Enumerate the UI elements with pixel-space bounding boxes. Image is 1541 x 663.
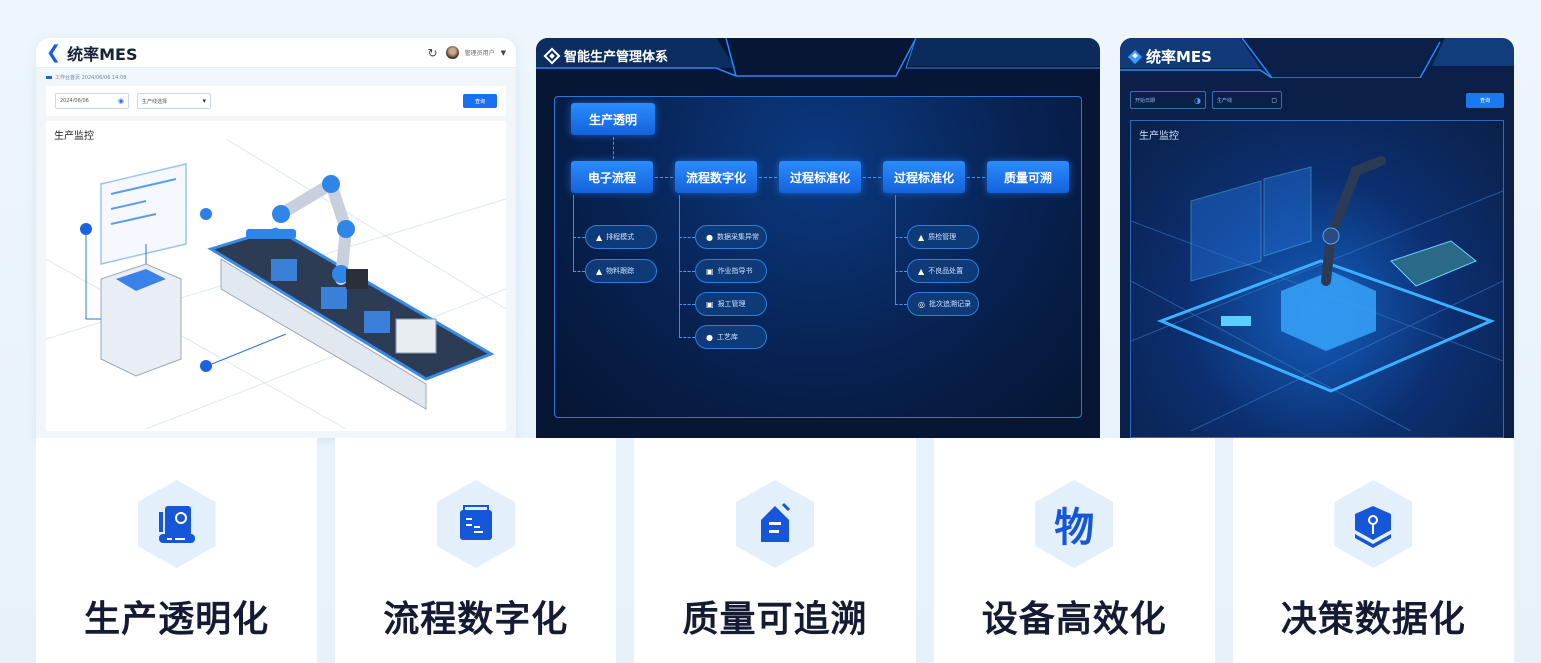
folder-list-icon <box>459 505 492 540</box>
sub-item[interactable]: ▲排程模式 <box>585 225 657 249</box>
wu-character-icon: 物 <box>1054 505 1095 551</box>
cube-box-icon <box>1355 506 1392 548</box>
line-select[interactable]: 生产线 ▢ <box>1212 91 1282 109</box>
flow-diagram-panel: 智能生产管理体系 生产透明 电子流程 流程数字化 过程标准化 过程标准化 质量可… <box>536 38 1100 438</box>
light-mes-panel: ❮ 统率MES ↻ 管理员用户 ▼ 工作台首页 2024/06/06 14:08… <box>36 38 516 438</box>
date-input[interactable]: 开始日期 ◑ <box>1130 91 1206 109</box>
feature-card[interactable]: 决策数据化 <box>1232 438 1515 663</box>
query-button[interactable]: 查询 <box>463 94 497 108</box>
refresh-icon[interactable]: ↻ <box>427 45 438 60</box>
feature-cards: 生产透明化 流程数字化 质量可追溯 物 设备高效化 <box>36 438 1515 663</box>
doc-icon: ▣ <box>706 299 714 309</box>
bell-icon: ▲ <box>918 266 925 276</box>
dark-mes-panel: 统率MES 开始日期 ◑ 生产线 ▢ 查询 生产监控 <box>1120 38 1514 438</box>
filter-bar: 开始日期 ◑ 生产线 ▢ 查询 <box>1130 86 1504 114</box>
diamond-logo-icon <box>1127 49 1143 64</box>
breadcrumb-text: 工作台首页 2024/06/06 14:08 <box>55 74 127 81</box>
flow-node[interactable]: 电子流程 <box>571 161 653 193</box>
flow-node[interactable]: 流程数字化 <box>675 161 757 193</box>
feature-title: 质量可追溯 <box>682 599 868 640</box>
calendar-icon[interactable]: ◑ <box>1194 95 1201 105</box>
feature-title: 生产透明化 <box>84 599 270 640</box>
date-value: 2024/06/06 <box>60 98 89 104</box>
user-name[interactable]: 管理员用户 <box>464 50 495 57</box>
hex-badge <box>736 480 814 568</box>
breadcrumb-tag-icon <box>46 75 52 79</box>
sub-item[interactable]: ◎批次追溯记录 <box>907 292 979 316</box>
flow-node[interactable]: 过程标准化 <box>883 161 965 193</box>
search-icon: ◎ <box>918 299 925 309</box>
header-frame-decoration <box>1120 38 1514 78</box>
sub-item[interactable]: ▲质检管理 <box>907 225 979 249</box>
hex-badge: 物 <box>1035 480 1114 568</box>
root-node[interactable]: 生产透明 <box>571 103 655 135</box>
sub-item[interactable]: ●工艺库 <box>695 325 767 349</box>
feature-title: 设备高效化 <box>981 599 1167 640</box>
chevron-down-icon: ▾ <box>202 97 206 105</box>
flow-frame: 生产透明 电子流程 流程数字化 过程标准化 过程标准化 质量可溯 ▲排程模式 ▲… <box>554 96 1082 418</box>
card-title: 生产监控 <box>54 131 94 142</box>
feature-card[interactable]: 生产透明化 <box>36 438 318 663</box>
lock-icon: ▣ <box>706 266 714 276</box>
sub-item[interactable]: ▲不良品处置 <box>907 259 979 283</box>
feature-card[interactable]: 质量可追溯 <box>634 438 916 663</box>
flow-node[interactable]: 质量可溯 <box>987 161 1069 193</box>
query-button[interactable]: 查询 <box>1466 92 1504 108</box>
production-monitor-card: 生产监控 <box>46 121 506 431</box>
hex-badge <box>137 480 216 568</box>
chevron-down-icon[interactable]: ▼ <box>500 48 506 57</box>
production-monitor-card: 生产监控 <box>1130 120 1504 438</box>
breadcrumb: 工作台首页 2024/06/06 14:08 <box>46 72 506 82</box>
flow-node[interactable]: 过程标准化 <box>779 161 861 193</box>
feature-card[interactable]: 物 设备高效化 <box>933 438 1215 663</box>
bell-icon: ▲ <box>918 232 925 242</box>
app-title: 统率MES <box>1146 48 1212 66</box>
holographic-factory-illustration <box>1131 156 1503 431</box>
select-value: 生产线选择 <box>142 98 168 105</box>
bag-icon: ▲ <box>596 232 603 242</box>
diamond-logo-icon <box>543 47 561 64</box>
bag-icon: ▲ <box>596 266 603 276</box>
feature-title: 决策数据化 <box>1280 599 1466 640</box>
dropdown-icon: ▢ <box>1271 96 1277 104</box>
header-frame-decoration <box>536 38 1100 77</box>
feature-title: 流程数字化 <box>383 599 569 640</box>
avatar[interactable] <box>445 46 459 59</box>
card-title: 生产监控 <box>1139 131 1179 142</box>
feature-card[interactable]: 流程数字化 <box>335 438 617 663</box>
production-line-illustration <box>46 139 506 429</box>
panel-title: 智能生产管理体系 <box>564 50 669 65</box>
date-input[interactable]: 2024/06/06 ◉ <box>55 93 129 109</box>
back-chevron-icon[interactable]: ❮ <box>46 42 62 63</box>
line-select[interactable]: 生产线选择 ▾ <box>137 93 211 109</box>
calendar-icon[interactable]: ◉ <box>117 97 124 105</box>
sub-item[interactable]: ▣报工管理 <box>695 292 767 316</box>
sub-item[interactable]: ▲物料跟踪 <box>585 259 657 283</box>
hex-badge <box>1334 480 1413 568</box>
hex-badge <box>436 480 515 568</box>
filter-bar: 2024/06/06 ◉ 生产线选择 ▾ 查询 <box>46 86 506 116</box>
app-header: ❮ 统率MES ↻ 管理员用户 ▼ <box>36 38 516 68</box>
disc-icon: ● <box>706 332 713 342</box>
sub-item[interactable]: ●数据采集异常 <box>695 225 767 249</box>
machine-monitor-icon <box>158 506 195 543</box>
sub-item[interactable]: ▣作业指导书 <box>695 259 767 283</box>
drop-icon: ● <box>706 232 713 242</box>
app-title: 统率MES <box>67 44 138 64</box>
document-house-icon <box>761 502 791 542</box>
